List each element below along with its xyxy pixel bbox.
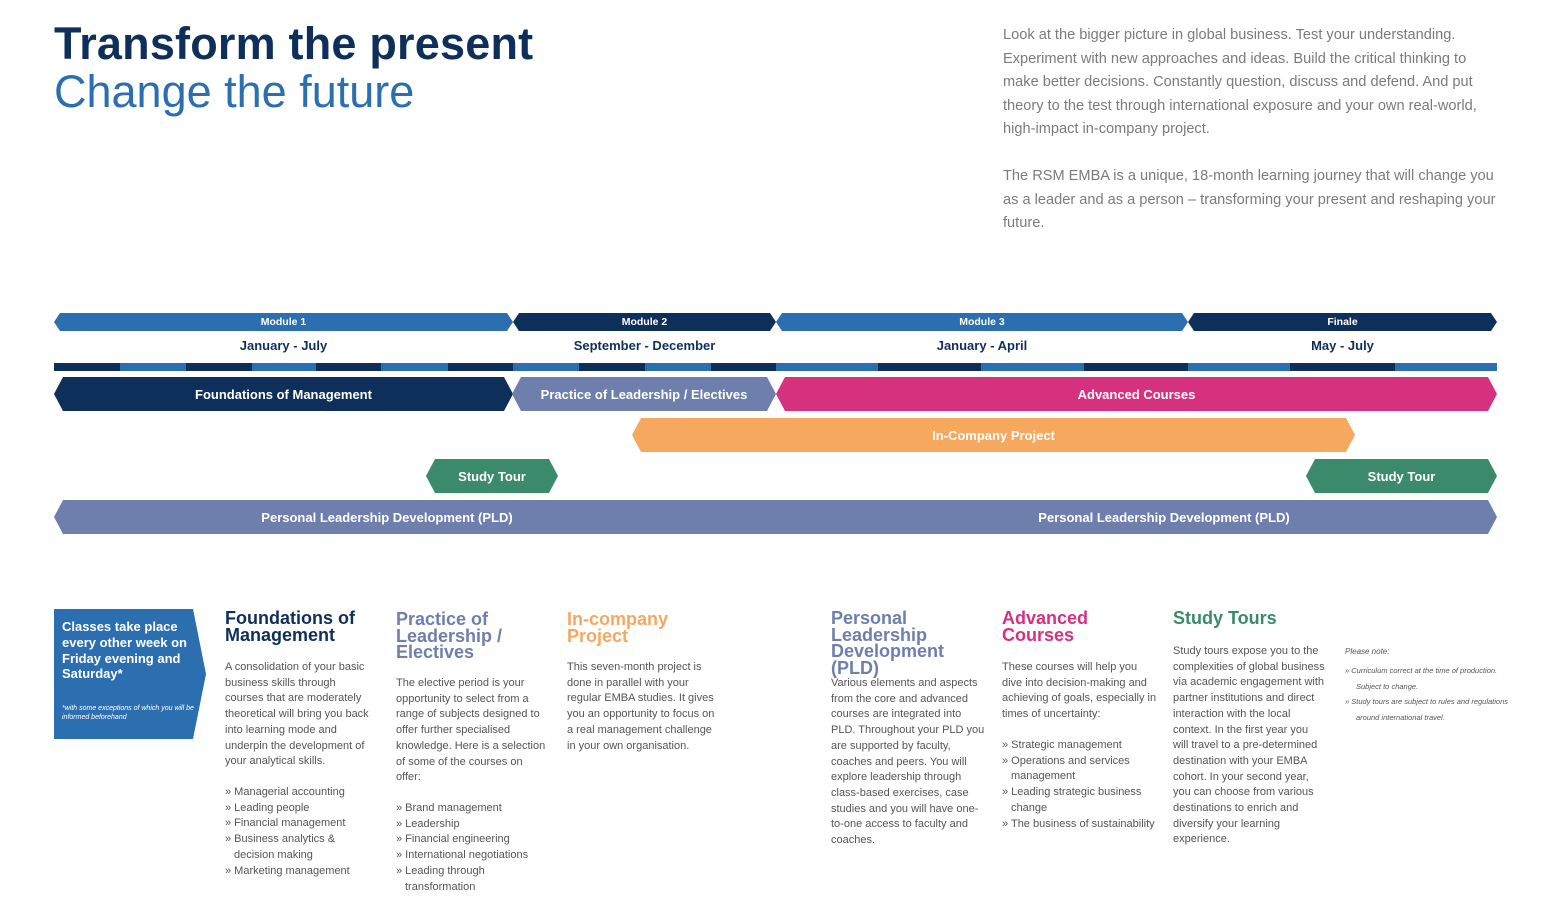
in-company-title: In-company Project bbox=[567, 609, 669, 646]
finale-header: Finale bbox=[1188, 313, 1497, 331]
pld-title: Personal Leadership Development (PLD) bbox=[831, 608, 945, 678]
page-subtitle: Change the future bbox=[54, 66, 415, 117]
list-item: » Financial engineering bbox=[396, 833, 510, 846]
list-item: » Managerial accounting bbox=[225, 786, 345, 798]
intro-paragraph-2: The RSM EMBA is a unique, 18-month learn… bbox=[1003, 168, 1496, 231]
in-company-bar: In-Company Project bbox=[632, 418, 1355, 452]
in-company-body: This seven-month project is done in para… bbox=[567, 661, 715, 752]
study-tour-bar-2: Study Tour bbox=[1306, 459, 1497, 493]
list-item: » Financial management bbox=[225, 817, 346, 830]
advanced-title: Advanced Courses bbox=[1002, 608, 1089, 645]
list-item: » Operations and services management bbox=[1002, 754, 1130, 783]
list-item: » Brand management bbox=[396, 802, 502, 814]
module-2-period: September - December bbox=[573, 338, 716, 353]
module-3-header: Module 3 bbox=[776, 313, 1188, 331]
page-title: Transform the present bbox=[54, 18, 534, 69]
module-2-header: Module 2 bbox=[513, 313, 776, 331]
pld-bar-label-1: Personal Leadership Development (PLD) bbox=[261, 509, 513, 525]
foundations-title: Foundations of Management bbox=[225, 608, 355, 645]
study-tours-body: Study tours expose you to the complexiti… bbox=[1173, 645, 1325, 846]
classes-callout: Classes take place every other week on F… bbox=[54, 609, 206, 739]
list-item: » The business of sustainability bbox=[1002, 817, 1155, 830]
list-item: » Marketing management bbox=[225, 864, 350, 877]
practice-bar: Practice of Leadership / Electives bbox=[512, 377, 776, 411]
advanced-list: » Strategic management » Operations and … bbox=[1002, 738, 1160, 832]
list-item: » Curriculum correct at the time of prod… bbox=[1345, 666, 1498, 691]
module-3-period: January - April bbox=[936, 338, 1028, 353]
list-item: » Leading people bbox=[225, 801, 310, 814]
list-item: » Business analytics & decision making bbox=[225, 833, 336, 861]
pld-bar-label-2: Personal Leadership Development (PLD) bbox=[1038, 509, 1290, 525]
study-tour-bar-1: Study Tour bbox=[426, 459, 558, 493]
module-1-header: Module 1 bbox=[54, 313, 513, 331]
finale-period: May - July bbox=[1311, 338, 1374, 353]
classes-footnote: *with some exceptions of which you will … bbox=[62, 705, 194, 721]
study-tours-title: Study Tours bbox=[1173, 608, 1277, 628]
foundations-list: » Managerial accounting » Leading people… bbox=[225, 785, 377, 879]
note-title: Please note: bbox=[1345, 647, 1390, 656]
classes-text: Classes take place every other week on F… bbox=[62, 619, 187, 682]
advanced-bar: Advanced Courses bbox=[776, 377, 1497, 411]
list-item: » Leading through transformation bbox=[396, 864, 485, 893]
foundations-body: A consolidation of your basic business s… bbox=[225, 661, 369, 768]
pld-bar: Personal Leadership Development (PLD) Pe… bbox=[54, 500, 1497, 534]
list-item: » Leading strategic business change bbox=[1002, 786, 1142, 814]
list-item: » International negotiations bbox=[396, 849, 529, 862]
advanced-body: These courses will help you dive into de… bbox=[1002, 661, 1157, 721]
practice-list: » Brand management » Leadership » Financ… bbox=[396, 801, 546, 895]
list-item: » Strategic management bbox=[1002, 739, 1122, 751]
practice-title: Practice of Leadership / Electives bbox=[396, 609, 503, 662]
pld-body: Various elements and aspects from the co… bbox=[831, 677, 985, 847]
foundations-bar: Foundations of Management bbox=[54, 377, 513, 411]
note-list: » Curriculum correct at the time of prod… bbox=[1345, 663, 1510, 725]
list-item: » Study tours are subject to rules and r… bbox=[1345, 697, 1509, 722]
practice-body: The elective period is your opportunity … bbox=[396, 677, 546, 784]
module-1-period: January - July bbox=[239, 338, 328, 353]
intro-paragraph-1: Look at the bigger picture in global bus… bbox=[1003, 27, 1477, 137]
list-item: » Leadership bbox=[396, 817, 460, 830]
